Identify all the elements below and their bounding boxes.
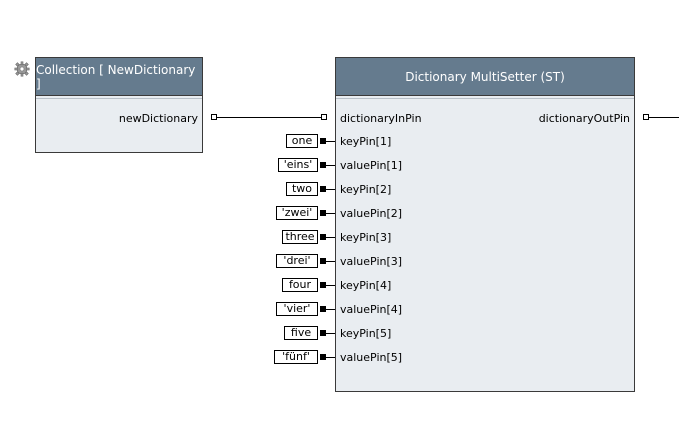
key-constant-box[interactable]: one <box>286 134 318 148</box>
value-input-pin[interactable] <box>320 258 326 264</box>
value-input-pin[interactable] <box>320 210 326 216</box>
value-constant-box[interactable]: 'vier' <box>276 302 318 316</box>
key-input-pin[interactable] <box>320 282 326 288</box>
value-pin-label: valuePin[2] <box>340 207 403 220</box>
output-wire[interactable] <box>649 117 679 118</box>
key-pin-label: keyPin[2] <box>340 183 392 196</box>
key-constant-box[interactable]: four <box>282 278 318 292</box>
key-input-pin[interactable] <box>320 186 326 192</box>
value-constant-box[interactable]: 'drei' <box>276 254 318 268</box>
value-constant-box[interactable]: 'zwei' <box>276 206 318 220</box>
key-input-pin[interactable] <box>320 330 326 336</box>
dictionary-in-pin[interactable] <box>321 114 327 120</box>
dictionary-multisetter-node[interactable]: Dictionary MultiSetter (ST) dictionaryIn… <box>335 57 635 392</box>
value-constant-box[interactable]: 'eins' <box>278 158 318 172</box>
gear-icon[interactable] <box>14 61 30 77</box>
pin-stub-wire <box>326 189 335 190</box>
key-pin-label: keyPin[1] <box>340 135 392 148</box>
dictionary-out-pin-label: dictionaryOutPin <box>538 112 630 125</box>
key-constant-box[interactable]: three <box>282 230 318 244</box>
dictionary-in-pin-label: dictionaryInPin <box>340 112 422 125</box>
pin-stub-wire <box>326 237 335 238</box>
key-constant-box[interactable]: five <box>284 326 318 340</box>
value-pin-label: valuePin[4] <box>340 303 403 316</box>
value-input-pin[interactable] <box>320 162 326 168</box>
header-divider <box>36 98 202 99</box>
new-dictionary-output-pin[interactable] <box>211 114 217 120</box>
key-input-pin[interactable] <box>320 234 326 240</box>
value-input-pin[interactable] <box>320 306 326 312</box>
multisetter-node-title: Dictionary MultiSetter (ST) <box>336 58 634 96</box>
value-pin-label: valuePin[3] <box>340 255 403 268</box>
pin-stub-wire <box>326 261 335 262</box>
key-constant-box[interactable]: two <box>286 182 318 196</box>
key-input-pin[interactable] <box>320 138 326 144</box>
pin-stub-wire <box>326 357 335 358</box>
key-pin-label: keyPin[5] <box>340 327 392 340</box>
pin-stub-wire <box>326 309 335 310</box>
pin-stub-wire <box>326 213 335 214</box>
value-input-pin[interactable] <box>320 354 326 360</box>
pin-stub-wire <box>326 165 335 166</box>
collection-node-title: Collection [ NewDictionary ] <box>36 58 202 96</box>
pin-stub-wire <box>326 141 335 142</box>
value-pin-label: valuePin[1] <box>340 159 403 172</box>
value-constant-box[interactable]: 'fünf' <box>274 350 318 364</box>
value-pin-label: valuePin[5] <box>340 351 403 364</box>
dictionary-out-pin[interactable] <box>643 114 649 120</box>
key-pin-label: keyPin[4] <box>340 279 392 292</box>
collection-node[interactable]: Collection [ NewDictionary ] newDictiona… <box>35 57 203 153</box>
key-pin-label: keyPin[3] <box>340 231 392 244</box>
pin-stub-wire <box>326 285 335 286</box>
connection-wire[interactable] <box>217 117 321 118</box>
new-dictionary-output-label: newDictionary <box>118 112 198 125</box>
pin-stub-wire <box>326 333 335 334</box>
header-divider <box>336 98 634 99</box>
